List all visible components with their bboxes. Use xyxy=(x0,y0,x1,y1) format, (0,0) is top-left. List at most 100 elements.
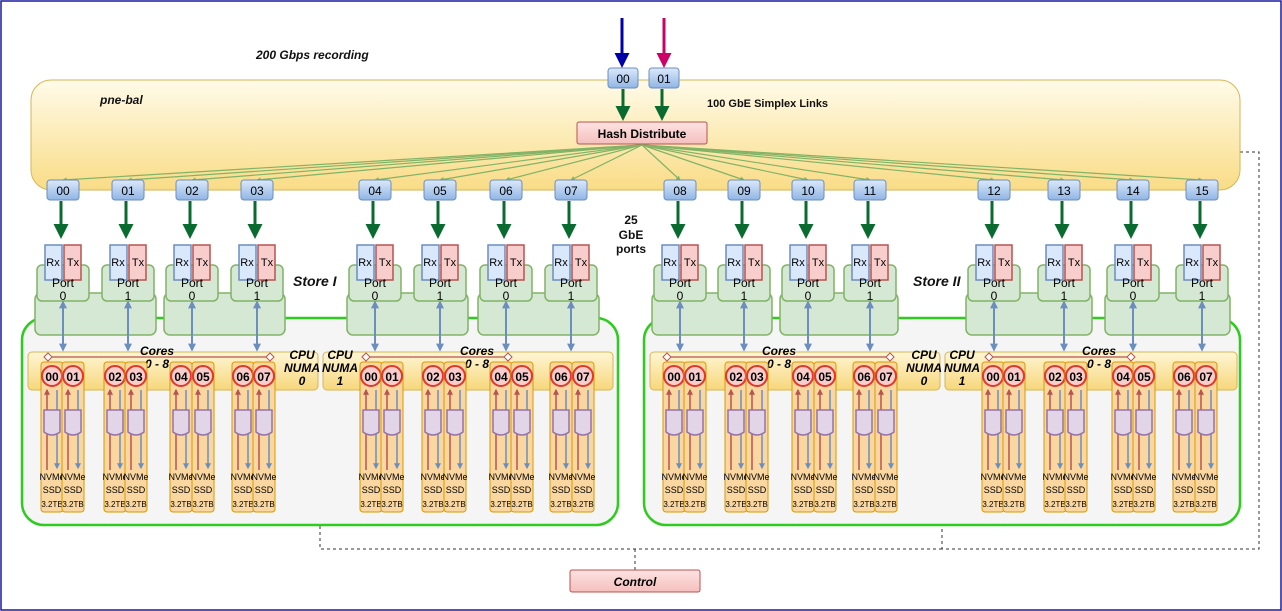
ssd-type: NVMe xyxy=(744,472,769,482)
output-port-01[interactable]: 01 xyxy=(111,179,145,201)
ssd-kind: SSD xyxy=(1114,485,1133,495)
ssd-type: NVMe xyxy=(60,472,85,482)
ssd-capacity: 3.2TB xyxy=(444,500,465,509)
queue-icon xyxy=(194,409,212,436)
output-port-02[interactable]: 02 xyxy=(175,179,209,201)
ssd-capacity: 3.2TB xyxy=(684,500,705,509)
control-box[interactable]: Control xyxy=(569,569,701,593)
output-port-11[interactable]: 11 xyxy=(853,179,887,201)
rx-label: Rx xyxy=(46,257,60,269)
fan-link xyxy=(641,144,1134,183)
ssd-type: NVMe xyxy=(488,472,513,482)
output-port-06[interactable]: 06 xyxy=(489,179,523,201)
output-port-09[interactable]: 09 xyxy=(727,179,761,201)
ssd-capacity: 3.2TB xyxy=(875,500,896,509)
cores-range: 0 - 8 xyxy=(767,357,791,371)
core-id: 07 xyxy=(576,370,590,384)
core-id: 07 xyxy=(1199,370,1213,384)
output-port-08[interactable]: 08 xyxy=(663,179,697,201)
queue-icon xyxy=(1135,409,1153,436)
output-port-04[interactable]: 04 xyxy=(358,179,392,201)
store-2-label: Store II xyxy=(913,273,962,289)
queue-icon xyxy=(362,409,380,436)
core-id: 05 xyxy=(1137,370,1151,384)
numa-id: 0 xyxy=(299,374,306,388)
output-port-13[interactable]: 13 xyxy=(1047,179,1081,201)
queue-icon xyxy=(984,409,1002,436)
ssd-capacity: 3.2TB xyxy=(1173,500,1194,509)
input-port-01[interactable]: 01 xyxy=(648,67,680,89)
hash-distribute-box[interactable]: Hash Distribute xyxy=(576,121,708,145)
input-port-00[interactable]: 00 xyxy=(607,67,639,89)
output-port-03[interactable]: 03 xyxy=(240,179,274,201)
output-port-15[interactable]: 15 xyxy=(1185,179,1219,201)
ssd-capacity: 3.2TB xyxy=(1112,500,1133,509)
ssd-type: NVMe xyxy=(682,472,707,482)
output-port-00[interactable]: 00 xyxy=(46,179,80,201)
core-id-badge xyxy=(572,365,594,387)
output-port-12[interactable]: 12 xyxy=(977,179,1011,201)
ssd-type: NVMe xyxy=(379,472,404,482)
output-port-14[interactable]: 14 xyxy=(1116,179,1150,201)
core-id: 02 xyxy=(108,370,122,384)
ssd-columns: 00NVMeSSD3.2TB01NVMeSSD3.2TB02NVMeSSD3.2… xyxy=(39,361,1219,513)
ssd-type: NVMe xyxy=(1131,472,1156,482)
ssd-kind: SSD xyxy=(1067,485,1086,495)
output-port-07[interactable]: 07 xyxy=(554,179,588,201)
ssd-kind: SSD xyxy=(362,485,381,495)
port-number: 0 xyxy=(1130,289,1137,303)
output-port-label: 08 xyxy=(673,184,687,198)
ssd-capacity: 3.2TB xyxy=(853,500,874,509)
output-port-10[interactable]: 10 xyxy=(791,179,825,201)
output-port-05[interactable]: 05 xyxy=(423,179,457,201)
